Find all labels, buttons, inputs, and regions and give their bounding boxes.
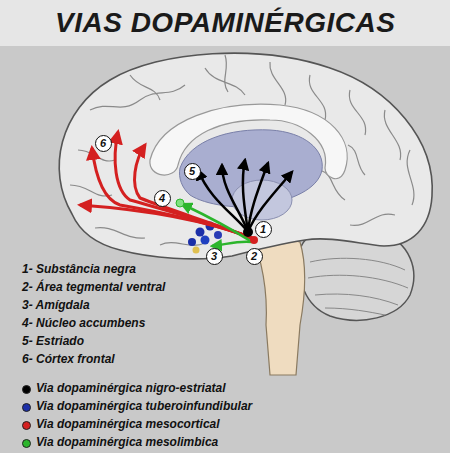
- callout-number: 5: [184, 163, 201, 180]
- amygdala-dot: [196, 228, 205, 237]
- structure-label: 5- Estriado: [22, 334, 84, 348]
- title-band: [0, 0, 450, 46]
- nigrostriatal-pathway: [198, 160, 292, 232]
- legend-text: Via dopaminérgica mesocortical: [36, 417, 220, 431]
- gyri: [70, 55, 414, 245]
- cerebrum: [59, 53, 432, 259]
- amygdala-dot: [201, 236, 210, 245]
- legend-swatch: [22, 421, 31, 430]
- structure-label: 2- Área tegmental ventral: [22, 280, 165, 294]
- legend-text: Via dopaminérgica tuberoinfundibular: [36, 399, 252, 413]
- amygdala-dot: [214, 231, 222, 239]
- mesolimbic-pathway: [182, 204, 252, 246]
- vta-dot: [250, 236, 258, 244]
- legend-swatch: [22, 385, 31, 394]
- callout-number: 1: [255, 221, 272, 238]
- diagram-title: VIAS DOPAMINÉRGICAS: [55, 7, 395, 39]
- callout-number: 3: [206, 248, 223, 265]
- callout-number: 2: [246, 248, 263, 265]
- structure-label: 3- Amígdala: [22, 298, 90, 312]
- legend-swatch: [22, 403, 31, 412]
- substantia-nigra-dot: [243, 227, 253, 237]
- legend-swatch: [22, 439, 31, 448]
- callout-number: 6: [95, 135, 112, 152]
- structure-label: 1- Substância negra: [22, 262, 136, 276]
- callout-number: 4: [154, 190, 171, 207]
- accumbens-dot: [176, 199, 184, 207]
- amygdala-dot: [193, 247, 200, 254]
- legend-text: Via dopaminérgica nigro-estriatal: [36, 381, 226, 395]
- cerebellum-folia: [308, 258, 408, 315]
- amygdala-dot: [188, 238, 196, 246]
- structure-label: 4- Núcleo accumbens: [22, 316, 145, 330]
- legend-text: Via dopaminérgica mesolimbica: [36, 435, 218, 449]
- mesocortical-pathway: [80, 132, 252, 238]
- structure-label: 6- Córtex frontal: [22, 352, 115, 366]
